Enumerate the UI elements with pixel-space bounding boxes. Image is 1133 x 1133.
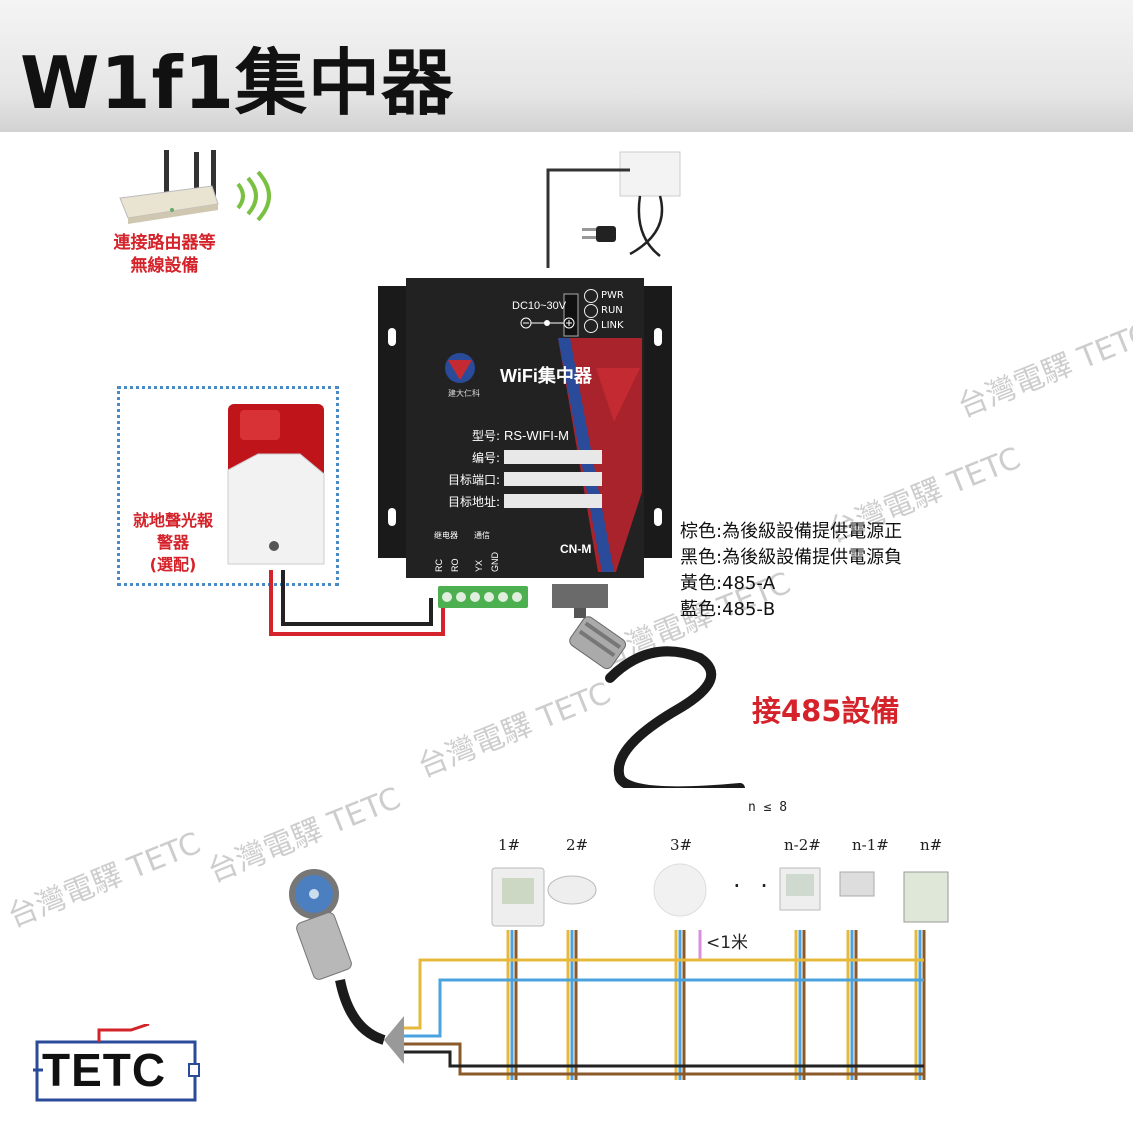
terminal-screw-icon — [498, 592, 508, 602]
sensor-n-1-icon — [839, 871, 875, 897]
smoke-detector-icon — [547, 875, 597, 905]
wire-color-legend: 棕色:為後級設備提供電源正 黑色:為後級設備提供電源負 黃色:485-A 藍色:… — [680, 519, 902, 623]
legend-item: 黃色:485-A — [680, 573, 776, 594]
spec-value: RS-WIFI-M — [504, 427, 569, 443]
spec-label: 目标端口: — [447, 472, 500, 487]
alarm-label: 就地聲光報 警器 (選配) — [118, 510, 228, 576]
spec-field — [504, 450, 602, 464]
device-limit-label: n ≤ 8 — [748, 800, 788, 815]
led-icon — [584, 303, 598, 318]
led-label: RUN — [601, 305, 623, 316]
tetc-logo — [33, 1024, 200, 1102]
led-label: PWR — [601, 290, 624, 301]
led-run: RUN — [584, 303, 624, 318]
terminal-label: YX — [474, 559, 484, 572]
device-number: 1# — [498, 836, 521, 854]
device-brand-title: WiFi集中器 — [500, 366, 592, 386]
port-label: CN-M — [560, 542, 592, 556]
alarm-label-line: 警器 — [156, 533, 189, 552]
alarm-wires — [269, 570, 445, 636]
ceiling-sensor-icon — [653, 863, 707, 917]
power-adapter-icon — [546, 151, 681, 268]
rs485-bus-diagram — [289, 863, 949, 1080]
device-number: 3# — [670, 836, 693, 854]
legend-item: 黑色:為後級設備提供電源負 — [680, 547, 903, 568]
spec-label: 型号: — [471, 428, 500, 443]
led-panel: PWR RUN LINK — [584, 288, 624, 333]
router-label-line: 無線設備 — [130, 256, 199, 276]
siren-icon — [227, 404, 325, 565]
logo-text: TETC — [42, 1044, 167, 1096]
led-icon — [584, 288, 598, 303]
router-label-line: 連接路由器等 — [113, 233, 216, 253]
terminal-screw-icon — [442, 592, 452, 602]
led-link: LINK — [584, 318, 624, 333]
watermark: 台灣電驛 TETC — [952, 315, 1133, 425]
page-title: W1f1集中器 — [20, 41, 454, 125]
spec-row: 目标端口: — [436, 468, 616, 490]
terminal-screw-icon — [456, 592, 466, 602]
alarm-frame — [117, 386, 339, 586]
terminal-label: RC — [434, 559, 444, 572]
spec-row: 目标地址: — [436, 490, 616, 512]
device-number: 2# — [566, 836, 589, 854]
terminal-label: RO — [450, 558, 460, 573]
distance-label: <1米 — [706, 933, 749, 953]
header-bar — [0, 0, 1133, 132]
device-number: n-2# — [784, 836, 821, 854]
connect-485-label: 接485設備 — [752, 694, 900, 728]
sensor-n-icon — [903, 871, 949, 923]
terminal-label: GND — [490, 552, 500, 572]
spec-field — [504, 472, 602, 486]
aviation-cable — [552, 584, 745, 788]
alarm-label-line: (選配) — [149, 555, 197, 574]
spec-row: 型号: RS-WIFI-M — [436, 424, 616, 446]
terminal-block — [438, 586, 528, 608]
spec-row: 编号: — [436, 446, 616, 468]
router-label: 連接路由器等 無線設備 — [92, 232, 237, 278]
device-brand-sub: 建大仁科 — [448, 389, 480, 398]
spec-field — [504, 494, 602, 508]
power-polarity-icon — [520, 317, 575, 329]
led-label: LINK — [601, 320, 624, 331]
led-icon — [584, 318, 598, 333]
device-number: n-1# — [852, 836, 889, 854]
spec-label: 目标地址: — [447, 494, 500, 509]
terminal-labels: RC RO YX GND — [434, 552, 500, 572]
terminal-screw-icon — [470, 592, 480, 602]
power-label: DC10~30V — [512, 300, 567, 312]
comm-label: 通信 — [474, 531, 490, 540]
terminal-screw-icon — [512, 592, 522, 602]
terminal-screw-icon — [484, 592, 494, 602]
router-icon — [119, 150, 271, 224]
legend-item: 棕色:為後級設備提供電源正 — [680, 521, 903, 542]
led-pwr: PWR — [584, 288, 624, 303]
spec-label: 编号: — [471, 450, 500, 465]
alarm-label-line: 就地聲光報 — [132, 511, 213, 530]
watermark: 台灣電驛 TETC — [2, 825, 206, 935]
device-number: n# — [920, 836, 943, 854]
spec-panel: 型号: RS-WIFI-M 编号: 目标端口: 目标地址: — [436, 424, 616, 512]
relay-label: 继电器 — [434, 531, 458, 540]
legend-item: 藍色:485-B — [680, 599, 776, 620]
